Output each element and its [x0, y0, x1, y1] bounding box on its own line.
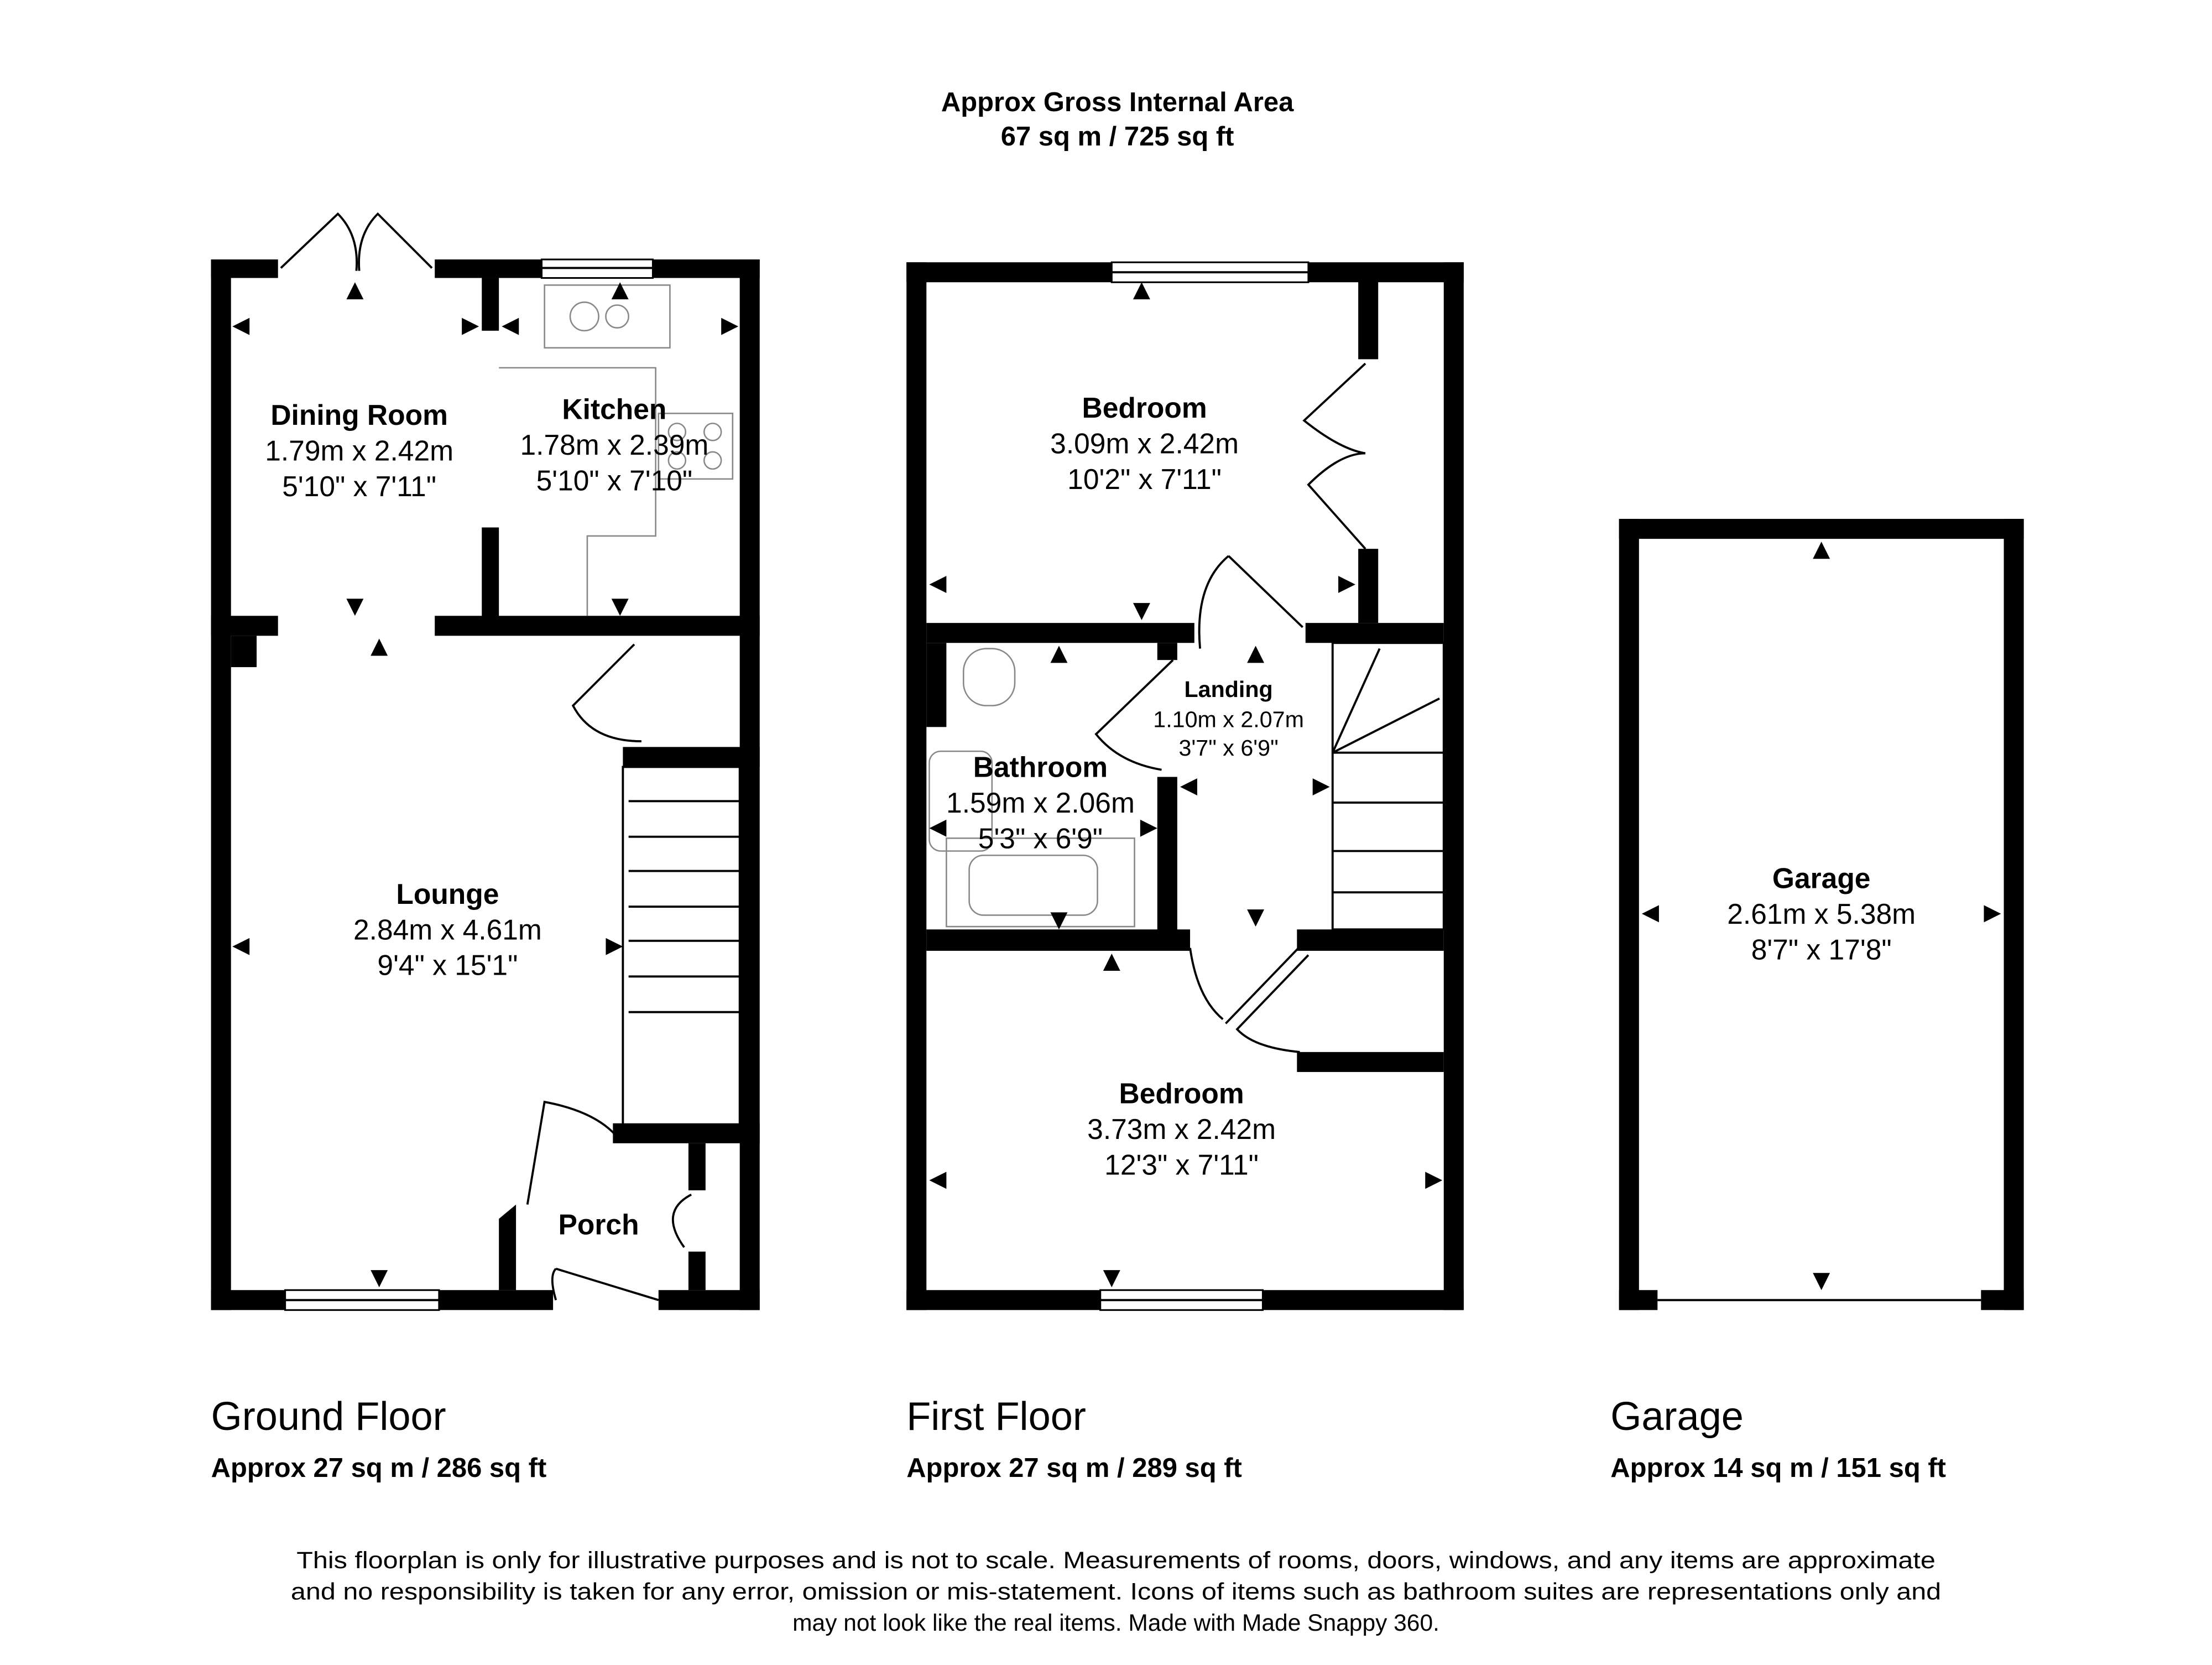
svg-text:5'3" x 6'9": 5'3" x 6'9" — [978, 822, 1103, 854]
svg-text:Bathroom: Bathroom — [973, 751, 1108, 783]
svg-text:Bedroom: Bedroom — [1082, 392, 1207, 424]
ground-floor-area: Approx 27 sq m / 286 sq ft — [211, 1453, 547, 1483]
basin-icon — [963, 648, 1016, 706]
svg-text:12'3" x 7'11": 12'3" x 7'11" — [1104, 1148, 1259, 1180]
bath-icon — [946, 837, 1135, 928]
dimension-arrows — [232, 282, 2001, 1291]
svg-text:Bedroom: Bedroom — [1119, 1078, 1244, 1110]
garage-area: Approx 14 sq m / 151 sq ft — [1610, 1453, 1946, 1483]
room-garage: Garage 2.61m x 5.38m 8'7" x 17'8" — [1727, 862, 1916, 966]
first-floor-plan — [906, 261, 1464, 1311]
hob-icon — [658, 413, 734, 480]
room-bedroom-1: Bedroom 3.09m x 2.42m 10'2" x 7'11" — [1050, 392, 1239, 495]
toilet-icon — [928, 750, 993, 852]
svg-text:3.73m x 2.42m: 3.73m x 2.42m — [1087, 1113, 1276, 1145]
svg-text:3.09m x 2.42m: 3.09m x 2.42m — [1050, 428, 1239, 460]
svg-text:Garage: Garage — [1772, 862, 1871, 894]
svg-text:5'10" x 7'11": 5'10" x 7'11" — [282, 470, 436, 502]
svg-text:Lounge: Lounge — [396, 878, 499, 910]
french-doors — [280, 212, 433, 271]
svg-text:10'2" x 7'11": 10'2" x 7'11" — [1067, 463, 1222, 495]
garage-title: Garage — [1610, 1395, 1744, 1439]
svg-text:Dining Room: Dining Room — [270, 399, 448, 431]
svg-text:1.59m x 2.06m: 1.59m x 2.06m — [946, 787, 1135, 819]
room-porch: Porch — [559, 1209, 639, 1241]
gross-area-value: 67 sq m / 725 sq ft — [1001, 122, 1234, 152]
stairs-first — [1331, 642, 1445, 931]
svg-text:may not look like the real ite: may not look like the real items. Made w… — [792, 1610, 1439, 1636]
svg-text:3'7" x 6'9": 3'7" x 6'9" — [1179, 735, 1279, 761]
svg-text:5'10" x 7'10": 5'10" x 7'10" — [536, 465, 693, 497]
gross-area-title: Approx Gross Internal Area — [941, 87, 1294, 117]
svg-text:9'4" x 15'1": 9'4" x 15'1" — [377, 949, 518, 981]
svg-text:Kitchen: Kitchen — [562, 393, 666, 425]
ground-floor-title: Ground Floor — [211, 1395, 446, 1439]
room-bathroom: Bathroom 1.59m x 2.06m 5'3" x 6'9" — [946, 751, 1135, 854]
room-bedroom-2: Bedroom 3.73m x 2.42m 12'3" x 7'11" — [1087, 1078, 1276, 1181]
first-floor-title: First Floor — [906, 1395, 1086, 1439]
svg-text:8'7" x 17'8": 8'7" x 17'8" — [1751, 933, 1892, 965]
ground-floor-plan — [211, 212, 760, 1311]
room-dining: Dining Room 1.79m x 2.42m 5'10" x 7'11" — [265, 399, 453, 502]
svg-text:Landing: Landing — [1184, 677, 1272, 702]
svg-text:and no responsibility is taken: and no responsibility is taken for any e… — [291, 1579, 1941, 1605]
garage-plan — [1619, 519, 2024, 1310]
svg-text:1.78m x 2.39m: 1.78m x 2.39m — [520, 429, 708, 461]
room-lounge: Lounge 2.84m x 4.61m 9'4" x 15'1" — [353, 878, 542, 981]
room-landing: Landing 1.10m x 2.07m 3'7" x 6'9" — [1153, 677, 1304, 761]
room-kitchen: Kitchen 1.78m x 2.39m 5'10" x 7'10" — [520, 393, 708, 497]
stairs-ground — [622, 766, 741, 1127]
svg-text:1.79m x 2.42m: 1.79m x 2.42m — [265, 434, 453, 466]
disclaimer: This floorplan is only for illustrative … — [291, 1548, 1941, 1636]
sink-icon — [544, 284, 671, 349]
first-floor-area: Approx 27 sq m / 289 sq ft — [906, 1453, 1242, 1483]
svg-text:1.10m x 2.07m: 1.10m x 2.07m — [1153, 706, 1304, 732]
svg-text:This floorplan is only for ill: This floorplan is only for illustrative … — [296, 1548, 1936, 1574]
svg-text:2.84m x 4.61m: 2.84m x 4.61m — [353, 913, 542, 945]
svg-text:2.61m x 5.38m: 2.61m x 5.38m — [1727, 898, 1916, 930]
